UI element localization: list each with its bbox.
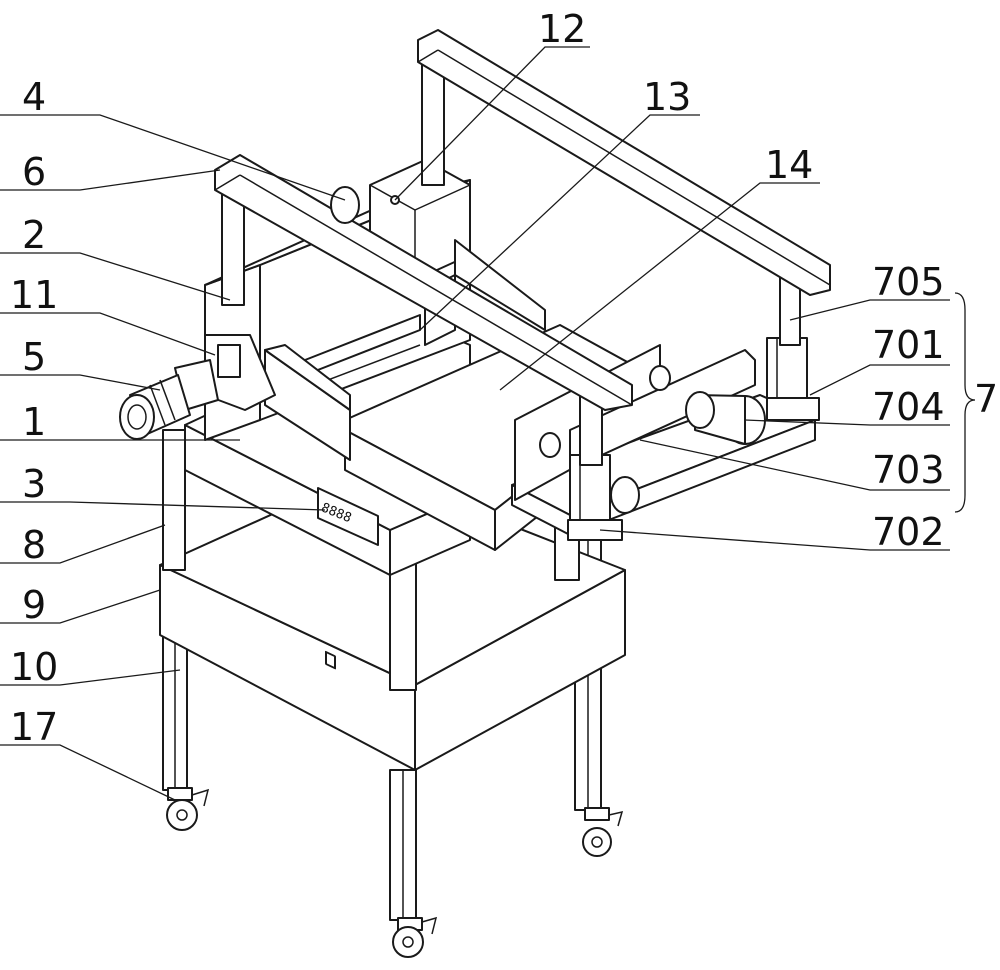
drive-motor	[119, 334, 276, 440]
label-702: 702	[872, 510, 945, 554]
front-center-leg	[389, 769, 417, 921]
front-left-wheel	[166, 787, 210, 831]
label-5: 5	[22, 335, 46, 379]
label-7: 7	[974, 377, 998, 421]
label-1: 1	[22, 400, 46, 444]
label-3: 3	[22, 462, 46, 506]
label-11: 11	[10, 273, 58, 317]
label-17: 17	[10, 705, 58, 749]
leader-lines	[0, 46, 976, 801]
label-14: 14	[765, 143, 813, 187]
label-12: 12	[538, 7, 586, 51]
label-704: 704	[872, 385, 945, 429]
label-10: 10	[10, 645, 58, 689]
label-4: 4	[22, 75, 46, 119]
label-9: 9	[22, 583, 46, 627]
label-703: 703	[872, 448, 945, 492]
front-left-leg	[162, 629, 188, 791]
control-panel: 8888	[317, 487, 379, 670]
label-2: 2	[22, 213, 46, 257]
front-center-wheel	[392, 916, 438, 958]
label-13: 13	[643, 75, 691, 119]
top-frame	[214, 29, 831, 466]
label-705: 705	[872, 260, 945, 304]
label-6: 6	[22, 150, 46, 194]
label-8: 8	[22, 523, 46, 567]
label-701: 701	[872, 323, 945, 367]
reference-labels: 12 13 14 4 6 2 11 5 1 3 8 9 10 17 705 70…	[10, 7, 998, 749]
rear-right-wheel	[582, 807, 624, 857]
